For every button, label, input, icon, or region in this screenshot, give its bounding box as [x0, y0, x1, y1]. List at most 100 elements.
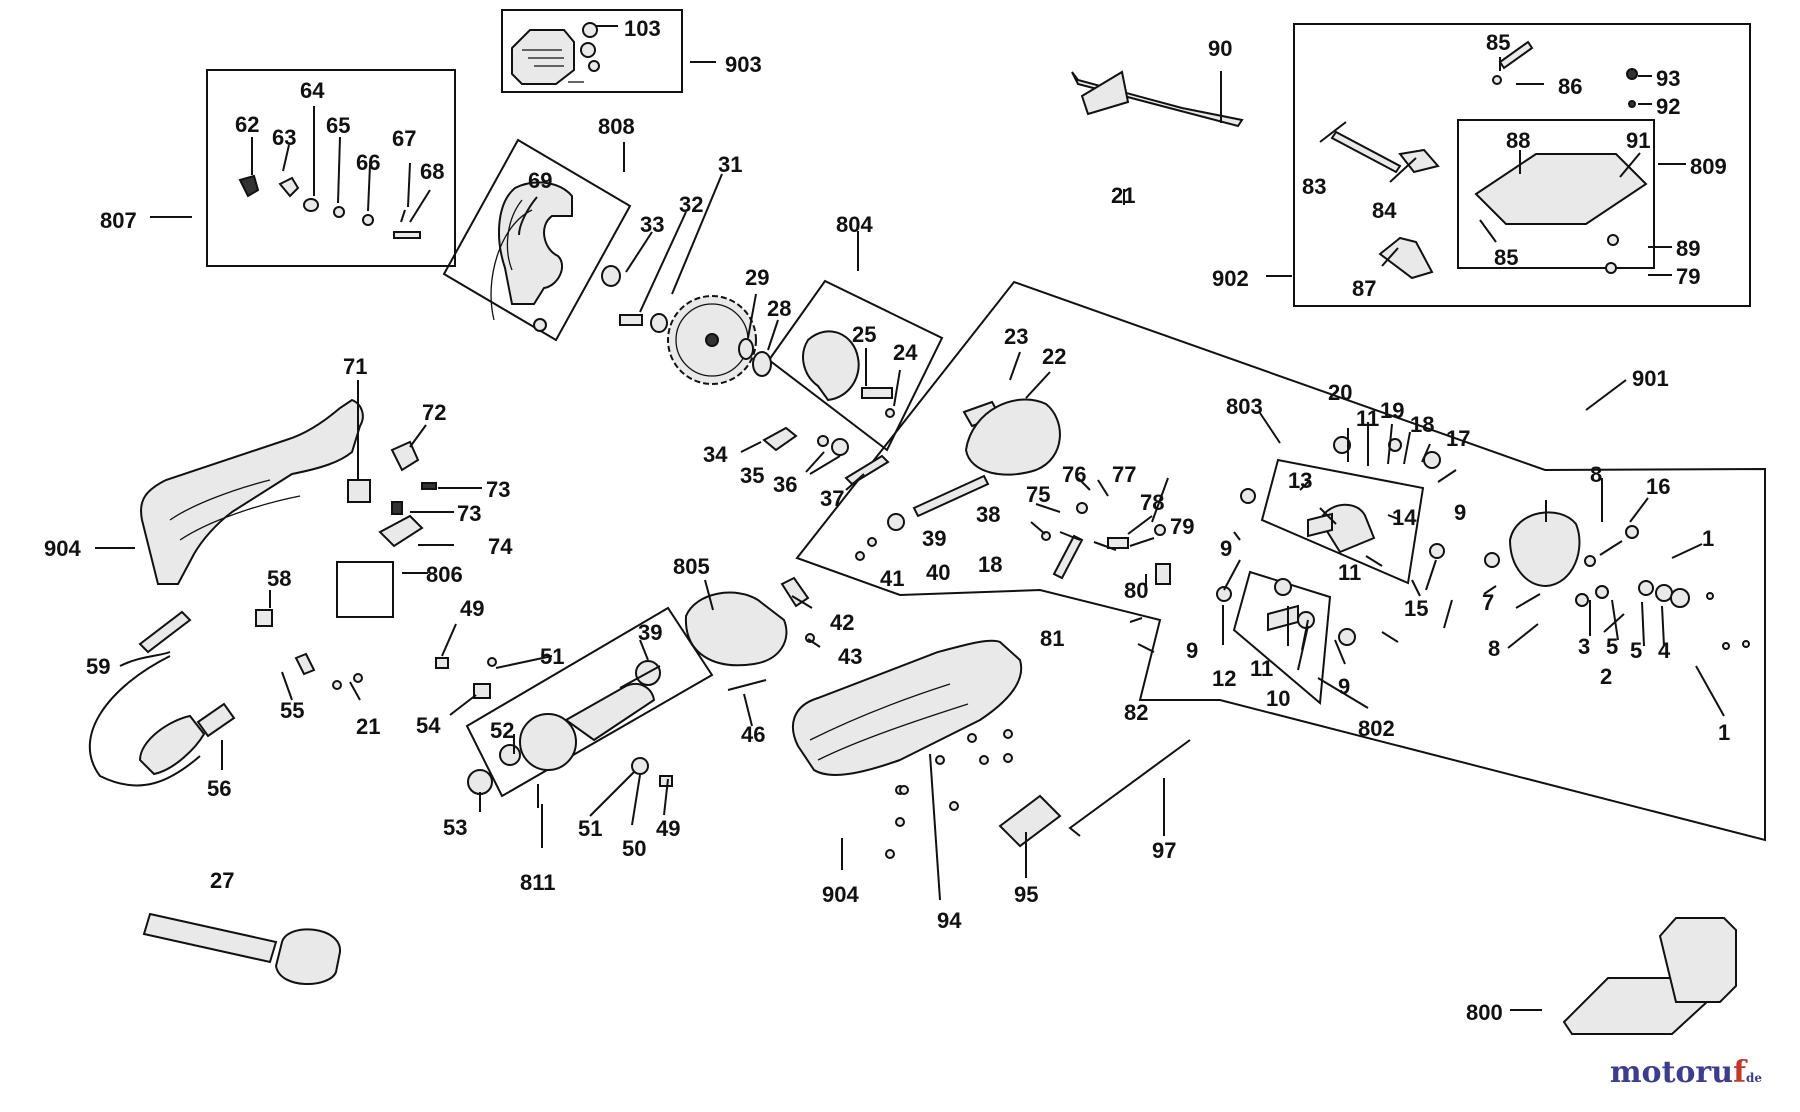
label-92: 92: [1656, 94, 1680, 119]
label-73a: 73: [486, 477, 510, 502]
label-67: 67: [392, 126, 416, 151]
part-34-37-set: [762, 426, 890, 486]
label-12: 12: [1212, 666, 1236, 691]
label-66: 66: [356, 150, 380, 175]
label-79a: 79: [1676, 264, 1700, 289]
part-labels: 103 903 807 62 63 64 65 66 67 68 808 69 …: [44, 16, 1730, 1025]
label-802: 802: [1358, 716, 1395, 741]
label-85a: 85: [1486, 30, 1510, 55]
group-809-frame: [1457, 119, 1655, 269]
part-49-brush-b: [659, 775, 673, 787]
label-807: 807: [100, 208, 137, 233]
label-42: 42: [830, 610, 854, 635]
label-97: 97: [1152, 838, 1176, 863]
part-903-assembly: [511, 22, 600, 85]
label-15: 15: [1404, 596, 1428, 621]
part-805-stator: [684, 576, 815, 691]
part-94-screws: [885, 729, 1013, 859]
label-49b: 49: [656, 816, 680, 841]
label-33: 33: [640, 212, 664, 237]
part-21-screw-a: [332, 680, 342, 690]
label-69: 69: [528, 168, 552, 193]
label-86: 86: [1558, 74, 1582, 99]
leader-lines: [95, 25, 1725, 1011]
label-23: 23: [1004, 324, 1028, 349]
label-22: 22: [1042, 344, 1066, 369]
part-29-ring: [738, 338, 754, 360]
label-25: 25: [852, 322, 876, 347]
label-2: 2: [1600, 664, 1612, 689]
label-805: 805: [673, 554, 710, 579]
label-13: 13: [1288, 468, 1312, 493]
label-85b: 85: [1494, 245, 1518, 270]
part-901-gearbox-set: [855, 398, 1750, 650]
label-55: 55: [280, 698, 304, 723]
label-901: 901: [1632, 366, 1669, 391]
part-33-washer: [601, 265, 621, 287]
label-904-right: 904: [822, 882, 859, 907]
part-811-armature: [499, 660, 661, 771]
part-90-rip-fence: [1071, 70, 1244, 128]
label-8a: 8: [1590, 462, 1602, 487]
label-52: 52: [490, 718, 514, 743]
label-804: 804: [836, 212, 873, 237]
label-4: 4: [1658, 638, 1671, 663]
part-32-flange: [619, 313, 668, 333]
part-56-power-cord: [88, 655, 236, 787]
group-902-frame: [1293, 23, 1751, 307]
part-51-screw-a: [487, 657, 497, 667]
label-3: 3: [1578, 634, 1590, 659]
part-54-brush-holder: [473, 683, 491, 699]
part-902-base-set: [1330, 40, 1648, 280]
label-83: 83: [1302, 174, 1326, 199]
label-62: 62: [235, 112, 259, 137]
label-903: 903: [725, 52, 762, 77]
label-21b: 21: [1111, 183, 1135, 208]
motoruf-watermark: motorufde: [1610, 1055, 1762, 1090]
label-18a: 18: [978, 552, 1002, 577]
label-73b: 73: [457, 501, 481, 526]
label-28: 28: [767, 296, 791, 321]
part-21-screw-b: [353, 673, 363, 683]
label-51b: 51: [578, 816, 602, 841]
label-904-left: 904: [44, 536, 81, 561]
label-80: 80: [1124, 578, 1148, 603]
label-35: 35: [740, 463, 764, 488]
label-56: 56: [207, 776, 231, 801]
label-1b: 1: [1718, 720, 1730, 745]
label-87: 87: [1352, 276, 1376, 301]
label-82: 82: [1124, 700, 1148, 725]
label-74: 74: [488, 534, 513, 559]
label-63: 63: [272, 125, 296, 150]
label-49a: 49: [460, 596, 484, 621]
label-809: 809: [1690, 154, 1727, 179]
group-804-frame: [767, 279, 944, 452]
label-95: 95: [1014, 882, 1038, 907]
label-51a: 51: [540, 644, 564, 669]
label-14: 14: [1392, 505, 1417, 530]
label-5a: 5: [1606, 634, 1618, 659]
label-36: 36: [773, 472, 797, 497]
label-21a: 21: [356, 714, 380, 739]
part-50-holder: [631, 757, 649, 775]
label-5b: 5: [1630, 638, 1642, 663]
label-11b: 11: [1338, 560, 1361, 585]
group-802-frame: [1232, 570, 1332, 706]
part-904-right-housing: [791, 639, 1023, 776]
label-9d: 9: [1338, 674, 1350, 699]
label-811: 811: [520, 870, 556, 895]
label-88: 88: [1506, 128, 1530, 153]
part-71-74-set: [347, 440, 437, 548]
label-54: 54: [416, 713, 441, 738]
part-27-dust-hose: [142, 912, 342, 985]
label-31: 31: [718, 152, 742, 177]
label-16: 16: [1646, 474, 1670, 499]
part-53-bearing: [466, 769, 494, 795]
part-49-brush-a: [435, 657, 449, 669]
label-34: 34: [703, 442, 728, 467]
label-902: 902: [1212, 266, 1249, 291]
label-78: 78: [1140, 490, 1164, 515]
label-64: 64: [300, 78, 325, 103]
label-20: 20: [1328, 380, 1352, 405]
